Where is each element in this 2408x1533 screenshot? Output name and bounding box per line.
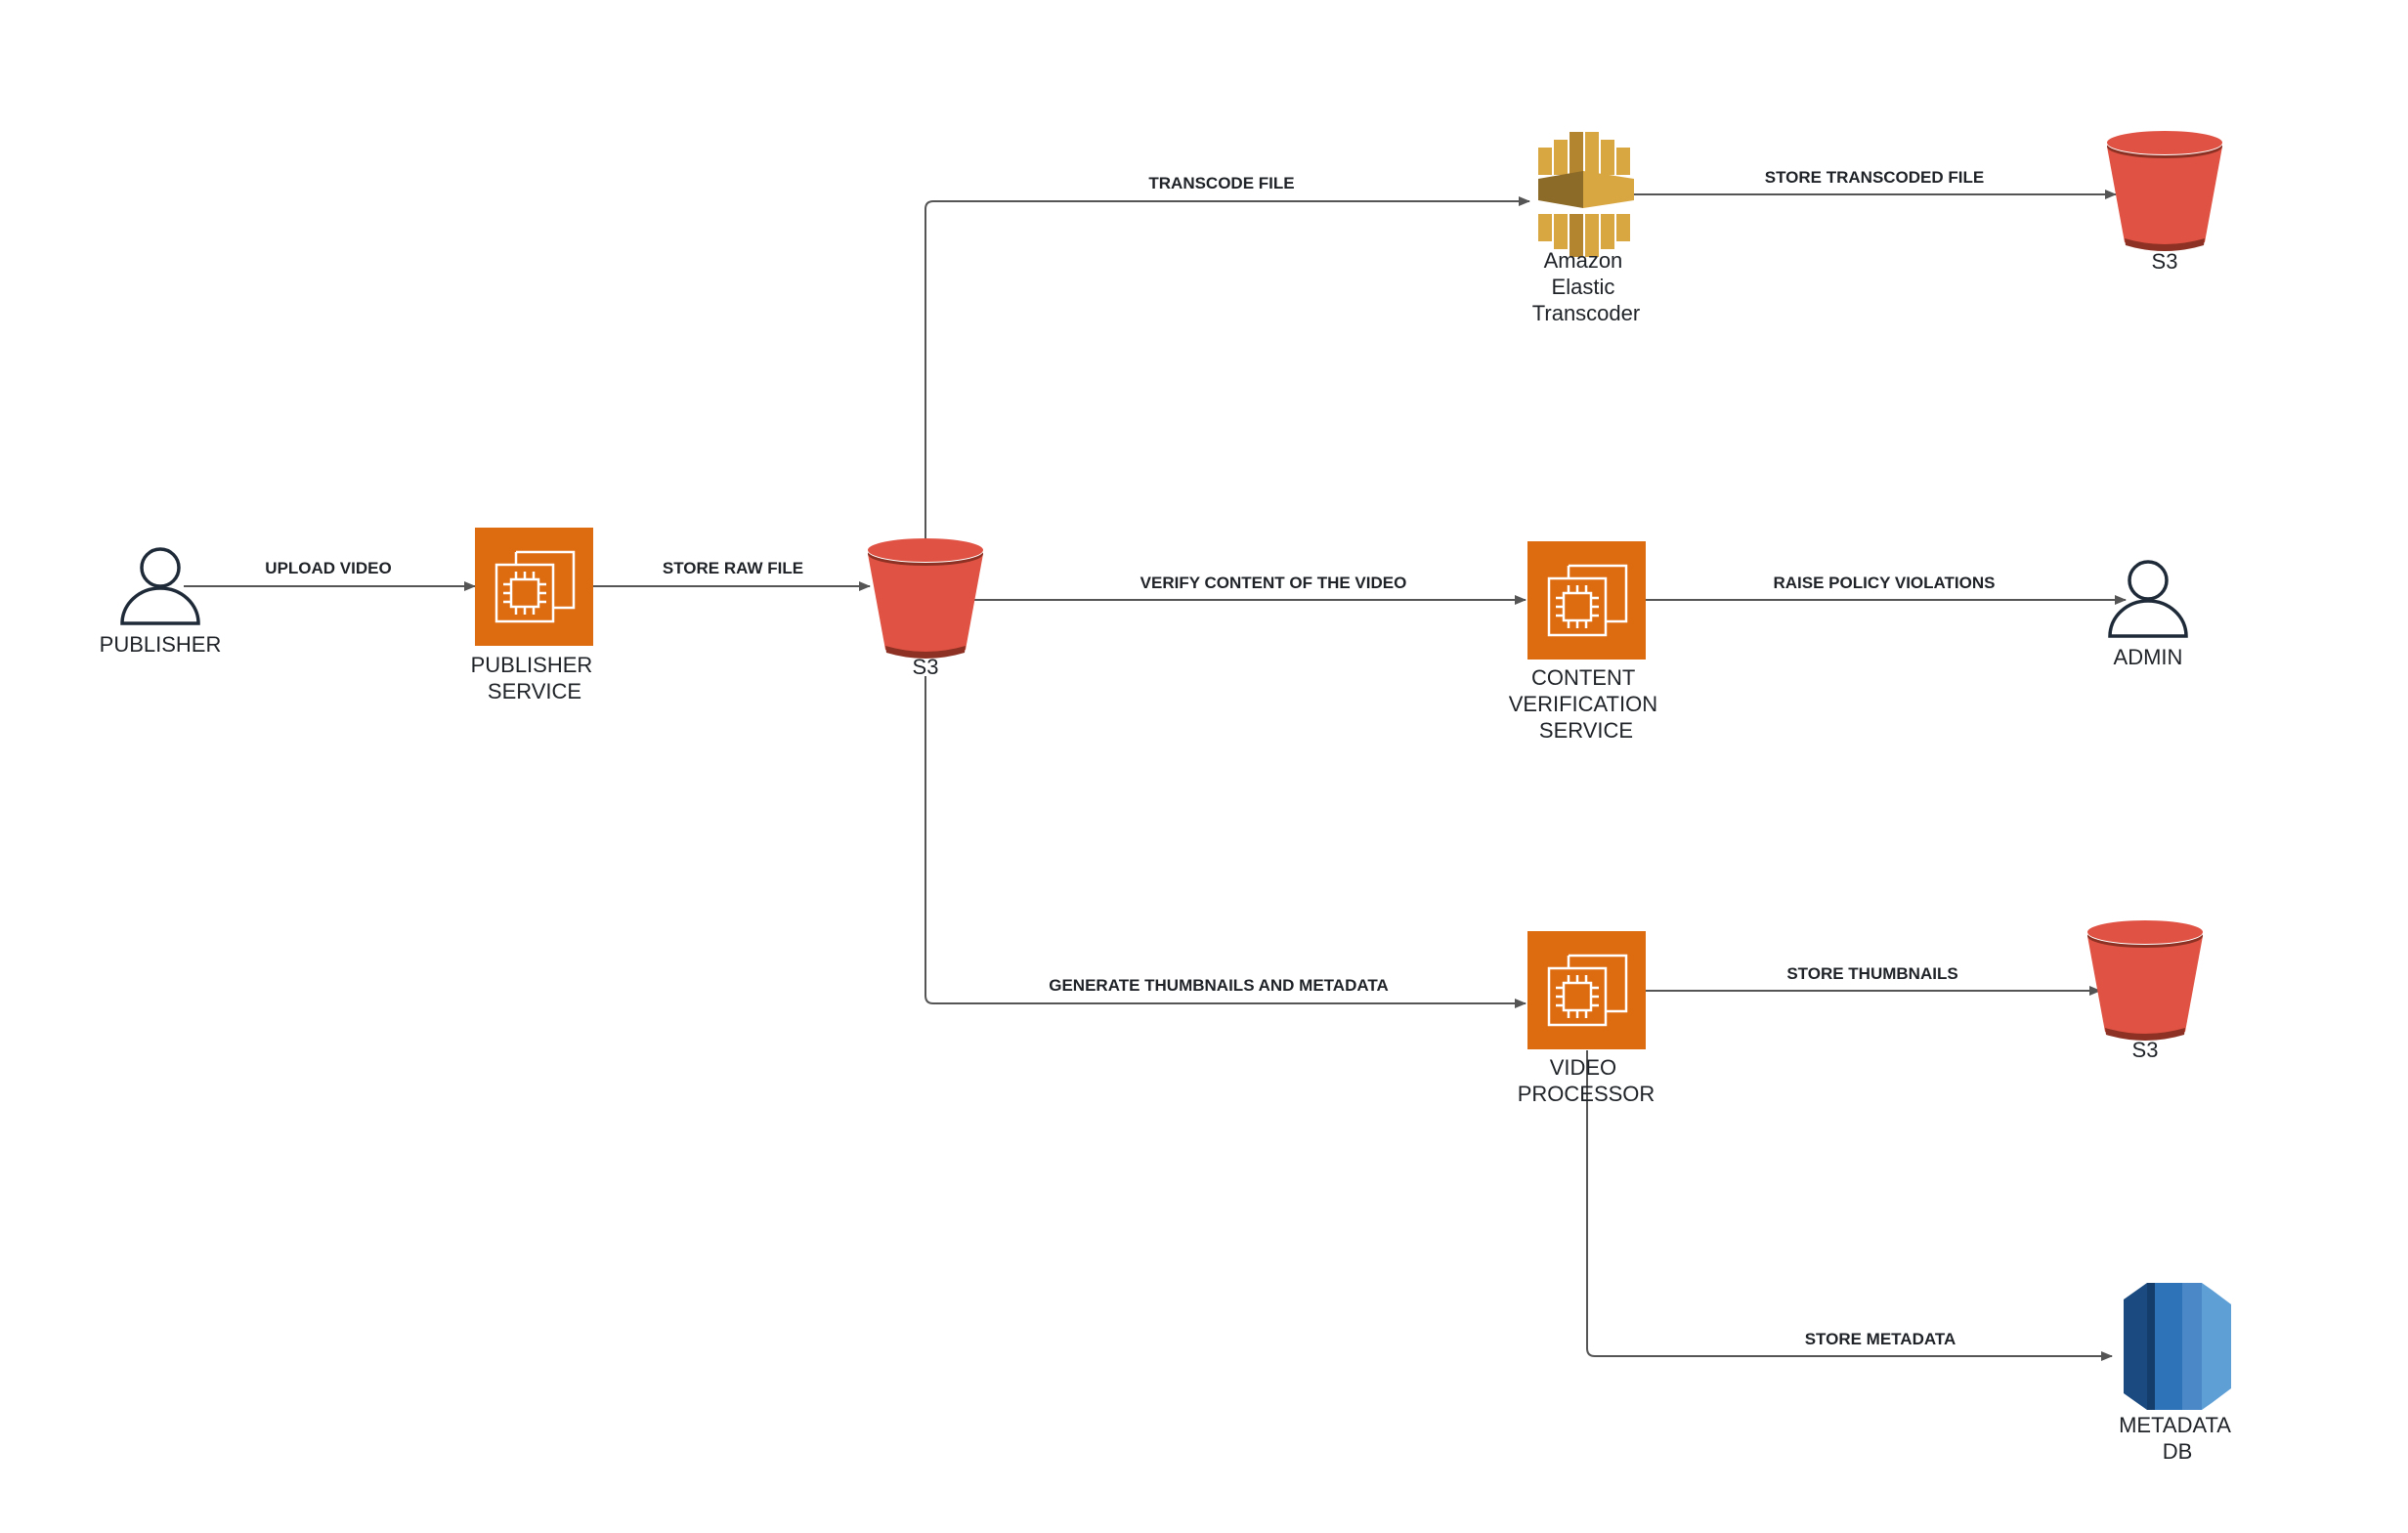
- user-icon: [2108, 560, 2188, 638]
- node-label: Amazon Elastic Transcoder: [1532, 248, 1640, 325]
- node-label: CONTENT VERIFICATION SERVICE: [1509, 665, 1664, 743]
- edge-store-transcoded-file: STORE TRANSCODED FILE: [1634, 168, 2117, 199]
- ec2-instance-icon: [1527, 541, 1646, 660]
- elastic-transcoder-icon: [1538, 132, 1634, 257]
- node-admin[interactable]: ADMIN: [2108, 560, 2188, 669]
- edge-label-store-transcoded-file: STORE TRANSCODED FILE: [1765, 168, 1984, 187]
- edge-label-raise-policy-violations: RAISE POLICY VIOLATIONS: [1773, 574, 1995, 592]
- node-label: PUBLISHER: [100, 632, 222, 657]
- node-label: METADATA DB: [2119, 1413, 2236, 1464]
- node-transcoder[interactable]: Amazon Elastic Transcoder: [1532, 132, 1640, 325]
- ec2-instance-icon: [475, 528, 593, 646]
- node-s3-transcoded[interactable]: S3: [2107, 131, 2222, 274]
- edge-label-store-thumbnails: STORE THUMBNAILS: [1786, 964, 1957, 983]
- edge-verify-content: VERIFY CONTENT OF THE VIDEO: [972, 574, 1526, 605]
- node-label: PUBLISHER SERVICE: [471, 653, 599, 703]
- node-s3-thumbnails[interactable]: S3: [2087, 920, 2203, 1062]
- edge-store-thumbnails: STORE THUMBNAILS: [1644, 964, 2101, 996]
- edge-label-verify-content: VERIFY CONTENT OF THE VIDEO: [1140, 574, 1407, 592]
- node-label: S3: [2132, 1038, 2159, 1062]
- node-label: VIDEO PROCESSOR: [1518, 1055, 1656, 1106]
- node-label: ADMIN: [2114, 645, 2183, 669]
- s3-bucket-icon: [2107, 131, 2222, 251]
- node-label: S3: [2152, 249, 2178, 274]
- node-label: S3: [913, 655, 939, 679]
- edge-store-metadata: STORE METADATA: [1586, 1050, 2113, 1361]
- edge-label-store-raw-file: STORE RAW FILE: [663, 559, 803, 577]
- s3-bucket-icon: [2087, 920, 2203, 1041]
- s3-bucket-icon: [868, 538, 983, 659]
- edge-label-store-metadata: STORE METADATA: [1805, 1330, 1956, 1348]
- database-icon: [2124, 1283, 2231, 1410]
- node-video-processor[interactable]: VIDEO PROCESSOR: [1518, 931, 1656, 1106]
- edge-label-generate-thumbnails: GENERATE THUMBNAILS AND METADATA: [1049, 976, 1389, 995]
- node-publisher[interactable]: PUBLISHER: [100, 547, 222, 657]
- node-content-verification[interactable]: CONTENT VERIFICATION SERVICE: [1509, 541, 1664, 743]
- edge-label-upload-video: UPLOAD VIDEO: [265, 559, 391, 577]
- edge-transcode-file: TRANSCODE FILE: [924, 174, 1530, 539]
- node-s3-raw[interactable]: S3: [868, 538, 983, 679]
- node-metadata-db[interactable]: METADATA DB: [2119, 1283, 2236, 1464]
- edge-raise-policy-violations: RAISE POLICY VIOLATIONS: [1644, 574, 2127, 605]
- edge-upload-video: UPLOAD VIDEO: [184, 559, 476, 591]
- edge-label-transcode-file: TRANSCODE FILE: [1148, 174, 1294, 192]
- ec2-instance-icon: [1527, 931, 1646, 1049]
- user-icon: [120, 547, 200, 625]
- node-publisher-service[interactable]: PUBLISHER SERVICE: [471, 528, 599, 703]
- edge-store-raw-file: STORE RAW FILE: [592, 559, 871, 591]
- edge-generate-thumbnails: GENERATE THUMBNAILS AND METADATA: [924, 676, 1526, 1008]
